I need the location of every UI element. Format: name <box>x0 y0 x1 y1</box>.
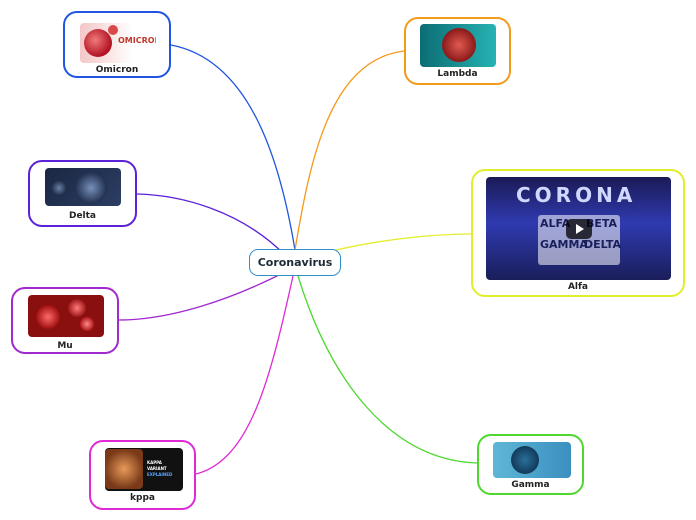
link-delta <box>136 193 286 256</box>
topic-label-kppa: kppa <box>130 493 155 503</box>
alfa-video-thumbnail[interactable]: CORONA ALFA BETA GAMMA DELTA <box>486 177 671 280</box>
alfa-video-banner: CORONA <box>516 183 637 207</box>
link-lambda <box>294 50 405 251</box>
alfa-word-2: BETA <box>586 217 618 230</box>
link-kppa <box>195 275 294 475</box>
link-mu <box>118 271 286 321</box>
topic-gamma[interactable]: Gamma <box>477 434 584 495</box>
kppa-thumb-line-2: VARIANT <box>147 466 167 471</box>
alfa-word-4: DELTA <box>584 238 621 251</box>
kppa-thumb-line-3: EXPLAINED <box>147 472 173 477</box>
gamma-thumbnail <box>493 442 571 478</box>
topic-label-gamma: Gamma <box>511 480 550 490</box>
topic-label-omicron: Omicron <box>95 65 139 75</box>
topic-label-mu: Mu <box>57 341 73 351</box>
kppa-thumb-line-1: KAPPA <box>147 460 162 465</box>
topic-label-alfa: Alfa <box>567 282 589 292</box>
topic-delta[interactable]: Delta <box>28 160 137 227</box>
topic-omicron[interactable]: OMICRON Omicron <box>63 11 171 78</box>
topic-lambda[interactable]: Lambda <box>404 17 511 85</box>
alfa-word-3: GAMMA <box>540 238 588 251</box>
mu-thumbnail <box>28 295 104 337</box>
topic-kppa[interactable]: KAPPA VARIANT EXPLAINED kppa <box>89 440 196 510</box>
link-omicron <box>170 44 296 251</box>
link-alfa <box>335 233 472 251</box>
topic-label-lambda: Lambda <box>437 69 478 79</box>
omicron-thumb-title: OMICRON <box>118 36 156 45</box>
topic-label-delta: Delta <box>68 211 97 221</box>
delta-thumbnail <box>45 168 121 206</box>
omicron-thumbnail: OMICRON <box>80 23 156 63</box>
play-icon[interactable] <box>566 219 592 239</box>
central-topic-coronavirus[interactable]: Coronavirus <box>249 249 341 276</box>
topic-alfa[interactable]: CORONA ALFA BETA GAMMA DELTA Alfa <box>471 169 685 297</box>
topic-mu[interactable]: Mu <box>11 287 119 354</box>
alfa-word-1: ALFA <box>540 217 571 230</box>
lambda-thumbnail <box>420 24 496 67</box>
link-gamma <box>297 275 478 464</box>
kppa-thumbnail: KAPPA VARIANT EXPLAINED <box>105 448 183 491</box>
